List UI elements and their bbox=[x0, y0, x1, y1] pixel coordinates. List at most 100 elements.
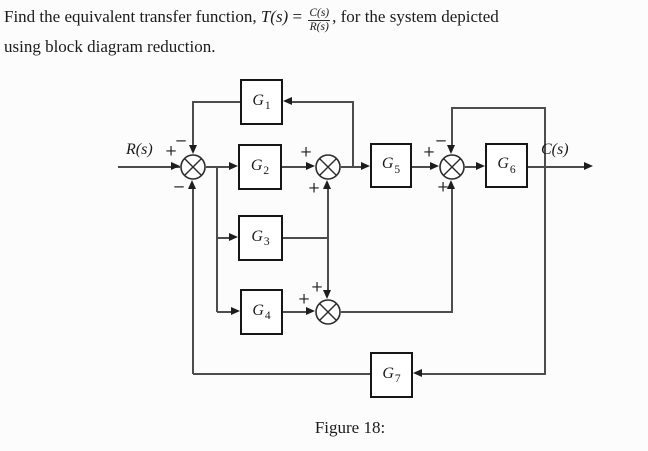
block-g5: G5 bbox=[370, 143, 412, 188]
arrowhead-into-g7-icon bbox=[413, 369, 422, 377]
arrowhead-sum4-top-icon bbox=[323, 290, 331, 299]
wire-top-feedback bbox=[451, 107, 545, 109]
block-g1: G1 bbox=[240, 79, 283, 125]
problem-statement: Find the equivalent transfer function, T… bbox=[4, 4, 648, 60]
block-g6-label: G6 bbox=[497, 155, 515, 175]
summing-junction-3-icon bbox=[439, 154, 465, 180]
wire-pickoff-to-g7 bbox=[421, 373, 546, 375]
block-g3-sub: 3 bbox=[263, 236, 270, 249]
summing-junction-3 bbox=[439, 154, 465, 180]
wire-g2-to-sum2 bbox=[282, 166, 308, 168]
block-g5-sub: 5 bbox=[394, 163, 401, 176]
wire-g6-to-output bbox=[528, 166, 585, 168]
block-g6: G6 bbox=[485, 143, 528, 188]
arrowhead-sum1-top-icon bbox=[189, 145, 197, 154]
problem-line2: using block diagram reduction. bbox=[4, 37, 216, 57]
transfer-fraction: C(s)R(s) bbox=[308, 7, 331, 34]
wire-g7-output bbox=[193, 373, 371, 375]
equals-sign: = bbox=[288, 7, 307, 26]
block-g5-label: G5 bbox=[382, 155, 400, 175]
figure-caption: Figure 18: bbox=[314, 418, 386, 437]
arrowhead-into-g5-icon bbox=[361, 162, 370, 170]
output-signal-label: C(s) bbox=[541, 141, 569, 158]
sum4-top-sign: + bbox=[310, 277, 324, 296]
arrowhead-sum3-top-icon bbox=[447, 145, 455, 154]
block-g4-label: G4 bbox=[252, 302, 270, 322]
wire-pickoff-to-g1-input bbox=[291, 101, 354, 103]
sum1-bottom-sign: − bbox=[172, 177, 186, 196]
block-g2-label: G2 bbox=[251, 157, 269, 177]
problem-intro: Find the equivalent transfer function, bbox=[4, 7, 261, 26]
fraction-numerator: C(s) bbox=[308, 7, 331, 21]
sum3-top-sign: − bbox=[434, 131, 448, 150]
summing-junction-1-icon bbox=[180, 154, 206, 180]
summing-junction-4 bbox=[315, 299, 341, 325]
block-g4-base: G bbox=[252, 301, 264, 319]
block-g2: G2 bbox=[238, 144, 282, 190]
block-g1-sub: 1 bbox=[264, 100, 271, 113]
wire-g3-output bbox=[283, 237, 329, 239]
block-g4: G4 bbox=[240, 289, 283, 335]
sum3-left-sign: + bbox=[422, 142, 436, 161]
wire-sum3-to-g6 bbox=[465, 166, 478, 168]
wire-g1-down-to-sum1 bbox=[192, 101, 194, 146]
sum4-left-sign: + bbox=[297, 289, 311, 308]
arrowhead-into-g4-icon bbox=[231, 307, 240, 315]
sum1-left-sign: + bbox=[164, 141, 178, 160]
summing-junction-2 bbox=[315, 154, 341, 180]
block-g2-sub: 2 bbox=[263, 165, 270, 178]
block-g3-base: G bbox=[251, 227, 263, 245]
sum1-top-sign: − bbox=[174, 131, 188, 150]
wire-branch-to-g4 bbox=[217, 311, 233, 313]
arrowhead-into-g1-icon bbox=[283, 97, 292, 105]
summing-junction-4-icon bbox=[315, 299, 341, 325]
arrowhead-into-sum1-icon bbox=[171, 162, 180, 170]
arrowhead-into-sum3-icon bbox=[430, 162, 439, 170]
block-g7: G7 bbox=[370, 352, 413, 398]
sum2-left-sign: + bbox=[299, 142, 313, 161]
problem-line1: Find the equivalent transfer function, T… bbox=[4, 4, 648, 34]
wire-output-pickoff-riser bbox=[544, 107, 546, 374]
wire-branch-to-g3 bbox=[217, 237, 231, 239]
block-g6-sub: 6 bbox=[509, 163, 516, 176]
arrowhead-sum2-bottom-icon bbox=[323, 180, 331, 189]
fraction-denominator: R(s) bbox=[309, 21, 329, 33]
arrowhead-into-g6-icon bbox=[476, 162, 485, 170]
block-g3-label: G3 bbox=[251, 228, 269, 248]
problem-line1-end: , for the system depicted bbox=[332, 7, 499, 26]
arrowhead-sum3-bottom-icon bbox=[447, 180, 455, 189]
arrowhead-into-g2-icon bbox=[229, 162, 238, 170]
wire-g1-pickoff-riser bbox=[352, 101, 354, 167]
wire-input-to-sum1 bbox=[118, 166, 180, 168]
block-g6-base: G bbox=[497, 155, 509, 173]
arrowhead-into-sum2-icon bbox=[306, 162, 315, 170]
block-g1-base: G bbox=[252, 91, 264, 109]
summing-junction-2-icon bbox=[315, 154, 341, 180]
block-g7-sub: 7 bbox=[394, 373, 401, 386]
wire-g3-to-sum2-sum4 bbox=[327, 188, 329, 291]
block-g1-label: G1 bbox=[252, 92, 270, 112]
wire-g7-up-to-sum1 bbox=[192, 188, 194, 374]
wire-sum4-up-to-sum3 bbox=[451, 188, 453, 312]
block-g7-base: G bbox=[382, 364, 394, 382]
arrowhead-into-g3-icon bbox=[229, 233, 238, 241]
block-g5-base: G bbox=[381, 155, 394, 173]
summing-junction-1 bbox=[180, 154, 206, 180]
wire-g5-to-sum3 bbox=[412, 166, 432, 168]
arrowhead-sum1-bottom-icon bbox=[188, 180, 196, 189]
sum3-bottom-sign: + bbox=[436, 177, 450, 196]
block-g4-sub: 4 bbox=[264, 310, 271, 323]
block-g7-label: G7 bbox=[382, 365, 400, 385]
arrowhead-output-icon bbox=[584, 162, 593, 170]
wire-sum4-output bbox=[341, 311, 453, 313]
wire-branch-to-g3-g4 bbox=[216, 167, 218, 312]
wire-top-feedback-to-sum3 bbox=[451, 107, 453, 146]
arrowhead-into-sum4-icon bbox=[306, 307, 315, 315]
tf-symbol: T(s) bbox=[260, 7, 289, 26]
sum2-bottom-sign: + bbox=[307, 178, 321, 197]
wire-g4-to-sum4 bbox=[283, 311, 308, 313]
input-signal-label: R(s) bbox=[126, 141, 153, 158]
wire-g1-output bbox=[192, 101, 240, 103]
block-g3: G3 bbox=[238, 215, 283, 261]
wire-sum1-to-g2 bbox=[206, 166, 231, 168]
